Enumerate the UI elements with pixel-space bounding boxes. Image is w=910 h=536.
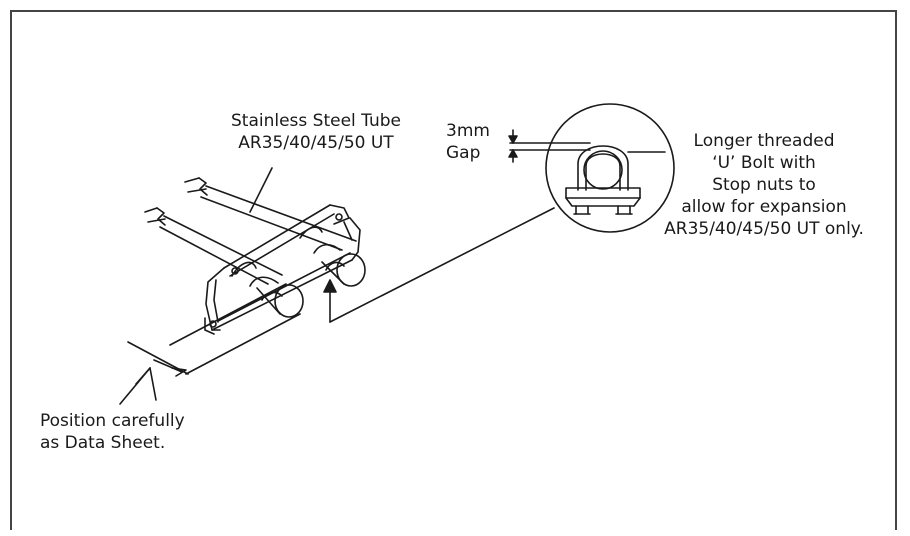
u-bolt-label-line4: allow for expansion bbox=[681, 197, 847, 217]
tube-leader-line bbox=[249, 167, 273, 213]
u-bolt-label-line5: AR35/40/45/50 UT only. bbox=[664, 219, 864, 239]
u-bolt-label-line2: ‘U’ Bolt with bbox=[712, 153, 816, 173]
detail-leader-line bbox=[329, 207, 555, 323]
gap-label-line1: 3mm bbox=[446, 121, 490, 141]
detail-circle bbox=[545, 103, 675, 233]
tube-label-line1: Stainless Steel Tube bbox=[231, 111, 401, 131]
tube-label-line2: AR35/40/45/50 UT bbox=[238, 133, 394, 153]
position-label: Position carefully as Data Sheet. bbox=[40, 410, 185, 454]
position-label-line2: as Data Sheet. bbox=[40, 433, 166, 453]
detail-leader-arrow bbox=[323, 279, 337, 293]
diagram-frame bbox=[10, 10, 897, 530]
tube-end-caps bbox=[249, 243, 366, 318]
gap-dimension bbox=[508, 129, 591, 163]
u-bolt-label: Longer threaded ‘U’ Bolt with Stop nuts … bbox=[648, 130, 880, 240]
upper-tube bbox=[184, 177, 357, 251]
u-bolt-detail bbox=[565, 145, 641, 215]
gap-label-line2: Gap bbox=[446, 143, 481, 163]
tube-label: Stainless Steel Tube AR35/40/45/50 UT bbox=[218, 110, 414, 154]
u-bolt-label-line3: Stop nuts to bbox=[712, 175, 816, 195]
u-bolt-label-line1: Longer threaded bbox=[693, 131, 835, 151]
gap-label: 3mm Gap bbox=[446, 120, 490, 164]
position-label-line1: Position carefully bbox=[40, 411, 185, 431]
position-lines bbox=[119, 283, 301, 405]
lower-tube bbox=[144, 207, 283, 285]
